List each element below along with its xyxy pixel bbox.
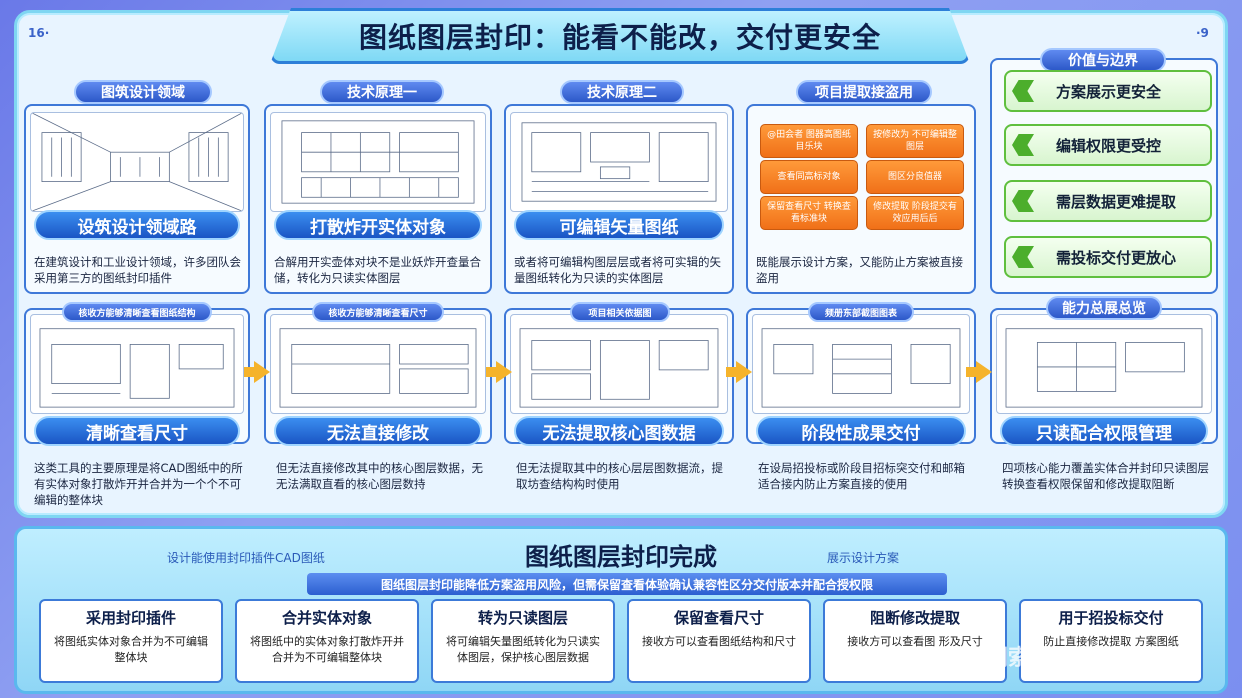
drawing-row2-3 bbox=[510, 314, 728, 414]
exploded-drawing-svg bbox=[281, 120, 475, 204]
step-card-title: 用于招投标交付 bbox=[1058, 609, 1164, 627]
desc-row2-2: 但无法直接修改其中的核心图层数据，无无法满取直看的核心图层数持 bbox=[276, 461, 483, 491]
step-card-4[interactable]: 保留查看尺寸接收方可以查看图纸结构和尺寸 bbox=[627, 599, 811, 683]
step-card-title: 阻断修改提取 bbox=[869, 609, 960, 627]
ribbon-row2-4: 阶段性成果交付 bbox=[756, 416, 966, 446]
arrow-stem bbox=[244, 367, 256, 377]
desc-row2-3: 但无法提取其中的核心层层图数据流，提取坊查结构构时使用 bbox=[516, 461, 723, 491]
ribbon-col3: 可编辑矢量图纸 bbox=[514, 210, 724, 240]
page-title: 图纸图层封印：能看不能改，交付更安全 bbox=[358, 21, 881, 54]
arrow-right-icon bbox=[496, 361, 512, 383]
tag-row2-2: 核收方能够清晰查看尺寸 bbox=[312, 302, 444, 322]
orange-button-1[interactable]: @田会者 图器高图纸目乐块 bbox=[760, 124, 858, 158]
step-card-desc: 接收方可以查看图纸结构和尺寸 bbox=[642, 635, 796, 648]
arrow-stem bbox=[486, 367, 498, 377]
desc-row2-5: 四项核心能力覆盖实体合并封印只读图层转换查看权限保留和修改提取阻断 bbox=[1002, 461, 1209, 491]
watermark: 石家庄润索软件 bbox=[920, 646, 1075, 671]
vector-drawing-svg bbox=[521, 122, 717, 202]
step-card-title: 保留查看尺寸 bbox=[673, 609, 764, 627]
tag-col2: 技术原理一 bbox=[320, 80, 444, 104]
drawing-row2-5 bbox=[996, 314, 1212, 414]
step-card-3[interactable]: 转为只读图层将可编辑矢量图纸转化为只读实体图层，保护核心图层数据 bbox=[431, 599, 615, 683]
value-item-4[interactable]: 需投标交付更放心 bbox=[1004, 236, 1212, 278]
value-item-3[interactable]: 需层数据更难提取 bbox=[1004, 180, 1212, 222]
step-card-5[interactable]: 阻断修改提取接收方可以查看图 形及尺寸 bbox=[823, 599, 1007, 683]
vector-drawing bbox=[510, 112, 728, 212]
tag-col3: 技术原理二 bbox=[560, 80, 684, 104]
desc-row2-4: 在设局招投标或阶段目招标突交付和邮箱适合接内防止方案直接的使用 bbox=[758, 461, 965, 491]
orange-button-2[interactable]: 按修改为 不可编辑整图层 bbox=[866, 124, 964, 158]
chevron-icon bbox=[1012, 134, 1034, 156]
drawing-row2-1 bbox=[30, 314, 244, 414]
orange-button-3[interactable]: 查看同高标对象 bbox=[760, 160, 858, 194]
chevron-icon bbox=[1012, 190, 1034, 212]
ribbon-row2-2: 无法直接修改 bbox=[274, 416, 482, 446]
orange-button-4[interactable]: 图区分良值器 bbox=[866, 160, 964, 194]
orange-button-5[interactable]: 保留查看尺寸 转换查看标准块 bbox=[760, 196, 858, 230]
step-card-desc: 接收方可以查看图 形及尺寸 bbox=[847, 635, 983, 648]
arrow-right-icon bbox=[976, 361, 992, 383]
arrow-right-icon bbox=[254, 361, 270, 383]
tag-row2-4: 频册东部截图图表 bbox=[808, 302, 914, 322]
value-item-label: 需投标交付更放心 bbox=[1056, 248, 1177, 267]
corner-number-right: ·9 bbox=[1196, 26, 1209, 40]
step-card-desc: 将可编辑矢量图纸转化为只读实体图层，保护核心图层数据 bbox=[446, 635, 600, 664]
drawing-row2-4 bbox=[752, 314, 970, 414]
bottom-section: 图纸图层封印完成 设计能使用封印插件CAD图纸 展示设计方案 图纸图层封印能降低… bbox=[14, 526, 1228, 694]
step-card-1[interactable]: 采用封印插件将图纸实体对象合并为不可编辑整体块 bbox=[39, 599, 223, 683]
ribbon-row2-3: 无法提取核心图数据 bbox=[514, 416, 724, 446]
corner-number-left: 16· bbox=[28, 26, 50, 40]
ribbon-col1: 设筑设计领域路 bbox=[34, 210, 240, 240]
ribbon-row2-1: 清晰查看尺寸 bbox=[34, 416, 240, 446]
ribbon-row2-5: 只读配合权限管理 bbox=[1000, 416, 1208, 446]
step-card-2[interactable]: 合并实体对象将图纸中的实体对象打散炸开并合并为不可编辑整体块 bbox=[235, 599, 419, 683]
value-item-label: 需层数据更难提取 bbox=[1056, 192, 1177, 211]
value-item-label: 方案展示更安全 bbox=[1056, 82, 1162, 101]
orange-button-6[interactable]: 修改提取 阶段提交有效应用后后 bbox=[866, 196, 964, 230]
ribbon-col2: 打散炸开实体对象 bbox=[274, 210, 482, 240]
bottom-left-note: 设计能使用封印插件CAD图纸 bbox=[167, 551, 325, 565]
summary-strip: 图纸图层封印能降低方案盗用风险，但需保留查看体验确认兼容性区分交付版本并配合授权… bbox=[307, 573, 947, 595]
tag-row2-1: 核收方能够清晰查看图纸结构 bbox=[62, 302, 212, 322]
drawing-row2-3-svg bbox=[519, 328, 719, 408]
step-card-title: 转为只读图层 bbox=[477, 609, 568, 627]
perspective-drawing-svg bbox=[31, 113, 243, 211]
arrow-stem bbox=[726, 367, 738, 377]
step-card-desc: 将图纸实体对象合并为不可编辑整体块 bbox=[54, 635, 208, 664]
step-card-6[interactable]: 用于招投标交付防止直接修改提取 方案图纸 bbox=[1019, 599, 1203, 683]
drawing-row2-2 bbox=[270, 314, 486, 414]
arrow-right-icon bbox=[736, 361, 752, 383]
desc-col4: 既能展示设计方案，又能防止方案被直接盗用 bbox=[756, 255, 963, 285]
value-item-1[interactable]: 方案展示更安全 bbox=[1004, 70, 1212, 112]
tag-col4: 项目提取接盗用 bbox=[796, 80, 932, 104]
chevron-icon bbox=[1012, 246, 1034, 268]
step-card-title: 采用封印插件 bbox=[85, 609, 176, 627]
desc-col1: 在建筑设计和工业设计领域，许多团队会采用第三方的图纸封印插件 bbox=[34, 255, 241, 285]
desc-col3: 或者将可编辑构图层层或者将可实辑的矢量图纸转化为只读的实体图层 bbox=[514, 255, 721, 285]
desc-col2: 合解用开实壶体对块不是业妖炸开查量合储，转化为只读实体图层 bbox=[274, 255, 481, 285]
drawing-row2-4-svg bbox=[761, 328, 961, 408]
tag-row2-5: 能力总展总览 bbox=[1046, 296, 1162, 320]
exploded-drawing bbox=[270, 112, 486, 212]
bottom-title: 图纸图层封印完成 bbox=[525, 543, 717, 571]
step-card-desc: 防止直接修改提取 方案图纸 bbox=[1043, 635, 1179, 648]
value-item-2[interactable]: 编辑权限更受控 bbox=[1004, 124, 1212, 166]
chevron-icon bbox=[1012, 80, 1034, 102]
drawing-row2-2-svg bbox=[279, 328, 477, 408]
bottom-right-note: 展示设计方案 bbox=[827, 551, 900, 565]
tag-col1: 图筑设计领域 bbox=[74, 80, 212, 104]
desc-row2-1: 这类工具的主要原理是将CAD图纸中的所有实体对象打散炸开并合并为一个个不可编辑的… bbox=[34, 461, 243, 507]
perspective-drawing bbox=[30, 112, 244, 212]
step-card-title: 合并实体对象 bbox=[281, 609, 372, 627]
arrow-stem bbox=[966, 367, 978, 377]
page-title-bar: 图纸图层封印：能看不能改，交付更安全 bbox=[270, 8, 970, 64]
step-card-desc: 将图纸中的实体对象打散炸开并合并为不可编辑整体块 bbox=[250, 635, 404, 664]
tag-row2-3: 项目相关依据图 bbox=[570, 302, 670, 322]
drawing-row2-1-svg bbox=[39, 328, 235, 408]
drawing-row2-5-svg bbox=[1005, 328, 1203, 408]
value-item-label: 编辑权限更受控 bbox=[1056, 136, 1162, 155]
value-tag: 价值与边界 bbox=[1040, 48, 1166, 72]
